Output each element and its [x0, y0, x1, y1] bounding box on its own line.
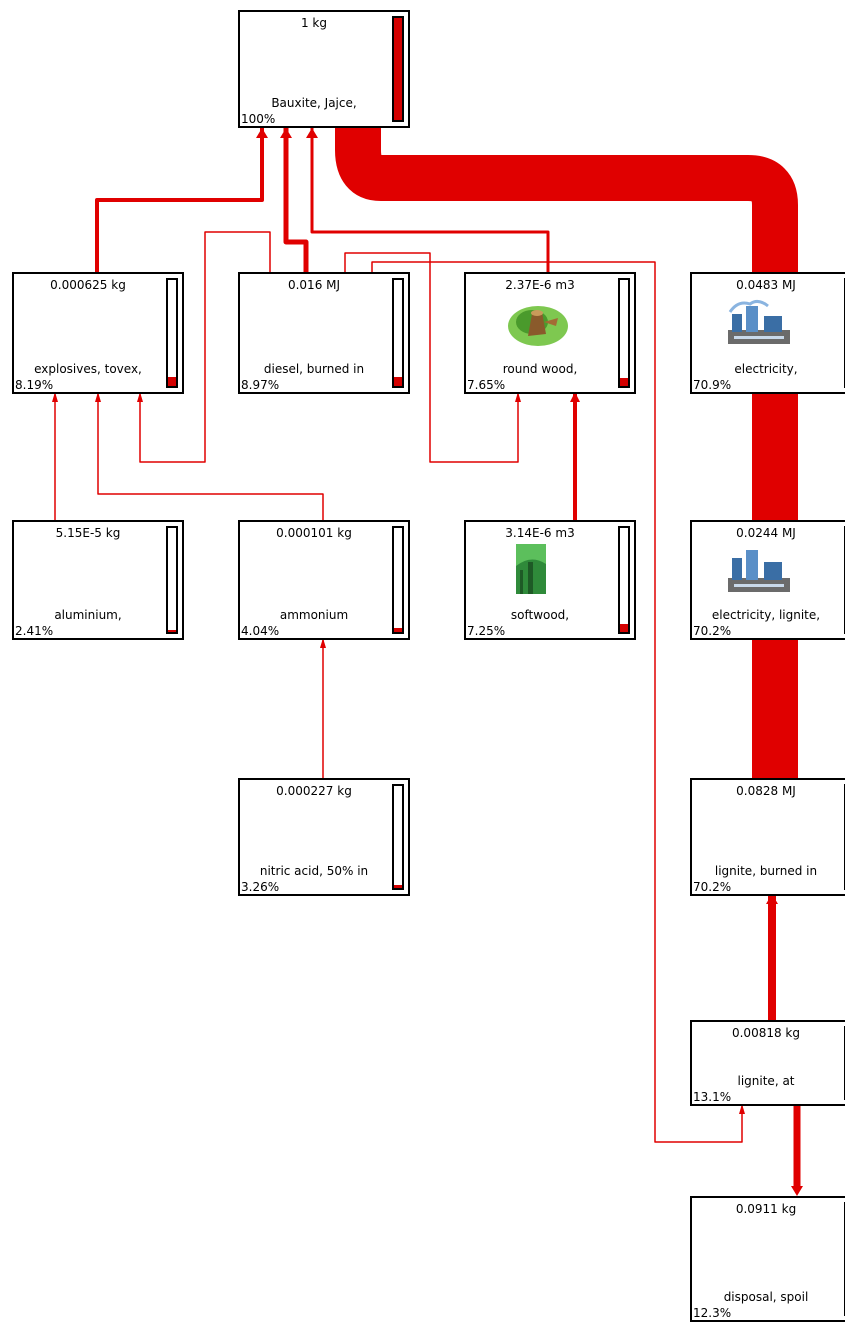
node-electricity[interactable]: 0.0483 MJ electricity, 70.9% [690, 272, 845, 394]
node-amount: 5.15E-5 kg [55, 526, 121, 540]
node-percent: 70.9% [693, 378, 732, 392]
node-electricity-lignite[interactable]: 0.0244 MJ electricity, lignite, 70.2% [690, 520, 845, 640]
node-round-wood[interactable]: 2.37E-6 m3 round wood, 7.65% [464, 272, 636, 394]
link-explosives-to-bauxite [95, 128, 264, 272]
node-percent: 70.2% [693, 624, 732, 638]
node-percent: 7.25% [467, 624, 506, 638]
node-label: electricity, [734, 362, 798, 376]
node-amount: 0.016 MJ [287, 278, 341, 292]
node-diesel[interactable]: 0.016 MJ diesel, burned in 8.97% [238, 272, 410, 394]
node-percent: 7.65% [467, 378, 506, 392]
contribution-gauge [618, 526, 630, 634]
contribution-gauge [392, 526, 404, 634]
node-label: round wood, [502, 362, 578, 376]
node-percent: 100% [241, 112, 276, 126]
link-electricity-to-bauxite [335, 127, 798, 272]
node-amount: 0.0244 MJ [736, 526, 796, 540]
gauge-fill [394, 884, 402, 888]
node-label: aluminium, [54, 608, 122, 622]
node-label: lignite, at [737, 1074, 795, 1088]
node-lignite-burned[interactable]: 0.0828 MJ lignite, burned in 70.2% [690, 778, 845, 896]
node-amount: 0.00818 kg [731, 1026, 800, 1040]
node-amount: 0.000101 kg [276, 526, 352, 540]
tree-stump-icon [508, 306, 568, 346]
node-percent: 8.19% [15, 378, 54, 392]
node-percent: 2.41% [15, 624, 54, 638]
node-nitric-acid[interactable]: 0.000227 kg nitric acid, 50% in 3.26% [238, 778, 410, 896]
node-ammonium[interactable]: 0.000101 kg ammonium 4.04% [238, 520, 410, 640]
node-percent: 12.3% [693, 1306, 732, 1320]
node-softwood[interactable]: 3.14E-6 m3 softwood, 7.25% [464, 520, 636, 640]
node-amount: 1 kg [300, 16, 327, 30]
link-diesel-to-round-wood [344, 252, 519, 463]
forest-icon [516, 544, 546, 594]
link-diesel-to-lignite-at [371, 261, 743, 1143]
node-label: disposal, spoil [723, 1290, 809, 1304]
node-label: diesel, burned in [263, 362, 365, 376]
node-percent: 4.04% [241, 624, 280, 638]
node-percent: 70.2% [693, 880, 732, 894]
node-label: nitric acid, 50% in [259, 864, 369, 878]
node-percent: 8.97% [241, 378, 280, 392]
node-amount: 3.14E-6 m3 [505, 526, 575, 540]
contribution-gauge [392, 784, 404, 890]
node-amount: 0.000227 kg [276, 784, 352, 798]
gauge-fill [394, 18, 402, 120]
contribution-gauge [392, 278, 404, 388]
link-ammonium-to-explosives [97, 394, 324, 520]
node-aluminium[interactable]: 5.15E-5 kg aluminium, 2.41% [12, 520, 184, 640]
power-plant-icon [728, 550, 790, 592]
node-amount: 0.0911 kg [735, 1202, 797, 1216]
gauge-fill [620, 624, 628, 632]
contribution-gauge [618, 278, 630, 388]
node-label: lignite, burned in [714, 864, 818, 878]
node-explosives[interactable]: 0.000625 kg explosives, tovex, 8.19% [12, 272, 184, 394]
node-label: explosives, tovex, [34, 362, 142, 376]
gauge-fill [394, 376, 402, 386]
node-label: Bauxite, Jajce, [271, 96, 357, 110]
node-label: electricity, lignite, [711, 608, 821, 622]
node-disposal-spoil[interactable]: 0.0911 kg disposal, spoil 12.3% [690, 1196, 845, 1322]
node-label: softwood, [510, 608, 570, 622]
gauge-fill [168, 629, 176, 632]
power-plant-icon [728, 299, 790, 344]
node-amount: 0.0828 MJ [736, 784, 796, 798]
node-label: ammonium [279, 608, 349, 622]
gauge-fill [168, 377, 176, 386]
contribution-gauge [166, 278, 178, 388]
link-diesel-to-bauxite [283, 128, 309, 272]
node-amount: 2.37E-6 m3 [505, 278, 575, 292]
link-diesel-to-explosives [139, 231, 271, 463]
contribution-gauge [166, 526, 178, 634]
contribution-gauge [392, 16, 404, 122]
node-percent: 13.1% [693, 1090, 732, 1104]
node-amount: 0.0483 MJ [736, 278, 796, 292]
node-lignite-at[interactable]: 0.00818 kg lignite, at 13.1% [690, 1020, 845, 1106]
node-amount: 0.000625 kg [50, 278, 126, 292]
link-round-wood-to-bauxite [310, 128, 550, 272]
node-percent: 3.26% [241, 880, 280, 894]
gauge-fill [620, 377, 628, 386]
node-bauxite[interactable]: 1 kg Bauxite, Jajce, 100% [238, 10, 410, 128]
gauge-fill [394, 627, 402, 632]
